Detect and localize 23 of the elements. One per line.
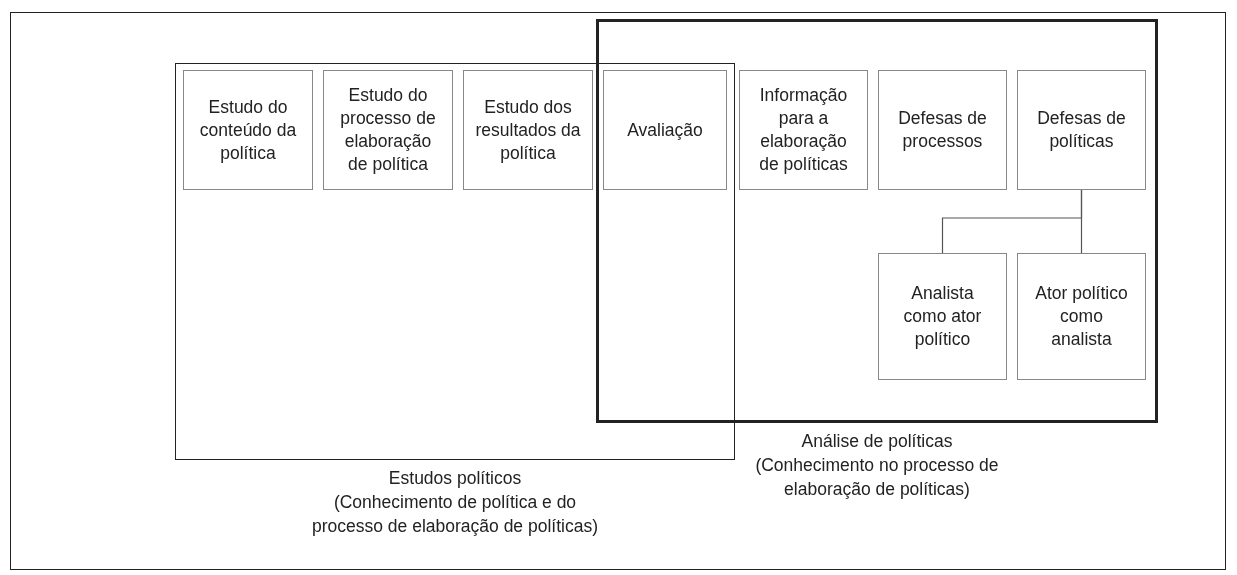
box-label: Ator político como analista — [1034, 282, 1129, 351]
text-box — [878, 253, 1007, 380]
box-label: Estudo dos resultados da política — [474, 95, 582, 165]
group-caption: (Conhecimento de política e do processo de elaboração de políticas) — [311, 491, 599, 538]
text-box — [463, 70, 593, 190]
box-label: Defesas de políticas — [1036, 107, 1127, 153]
text-box — [183, 70, 313, 190]
text-box — [603, 70, 727, 190]
box-label: Defesas de processos — [897, 107, 988, 153]
group-caption: (Conhecimento no processo de elaboração de políticas) — [754, 454, 1000, 501]
text-box — [1017, 253, 1146, 380]
text-box — [739, 70, 868, 190]
group-caption: Análise de políticas — [801, 430, 953, 453]
text-box — [878, 70, 1007, 190]
connector-line — [1080, 189, 1083, 254]
box-label: Estudo do processo de elaboração de política — [339, 84, 437, 176]
box-label: Avaliação — [627, 118, 703, 142]
text-box — [323, 70, 453, 190]
box-label: Informação para a elaboração de políticas — [758, 84, 849, 176]
box-label: Analista como ator político — [902, 282, 983, 351]
group-caption: Estudos políticos — [388, 467, 522, 490]
box-label: Estudo do conteúdo da política — [198, 95, 298, 165]
text-box — [1017, 70, 1146, 190]
